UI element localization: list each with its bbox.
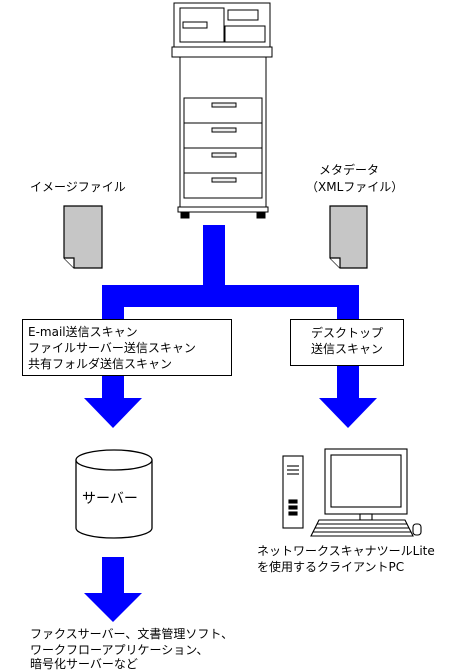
bottom-caption-line3: 暗号化サーバーなど <box>30 657 138 671</box>
bottom-caption-line1: ファクスサーバー、文書管理ソフト、 <box>30 627 234 641</box>
desktop-scan-label: 送信スキャン <box>310 342 383 356</box>
desktop-label: デスクトップ <box>310 326 383 340</box>
server-label: サーバー <box>82 491 138 507</box>
file-server-scan-label: ファイルサーバー送信スキャン <box>28 341 196 355</box>
server-cylinder-icon <box>75 449 153 539</box>
printer-icon <box>171 2 273 219</box>
metadata-label: メタデータ <box>319 163 380 177</box>
desktop-scan-box: デスクトップ 送信スキャン <box>290 319 404 366</box>
pc-caption-line2: を使用するクライアントPC <box>257 560 405 574</box>
client-pc-icon <box>282 448 422 537</box>
metadata-document-icon <box>329 205 368 269</box>
flow-arrows <box>84 225 377 622</box>
email-scan-label: E-mail送信スキャン <box>28 325 138 339</box>
shared-folder-scan-label: 共有フォルダ送信スキャン <box>28 357 173 371</box>
pc-caption-line1: ネットワークスキャナツールLite <box>257 544 435 558</box>
metadata-xml-label: （XMLファイル） <box>306 180 404 194</box>
image-file-document-icon <box>63 205 103 269</box>
left-scan-box: E-mail送信スキャン ファイルサーバー送信スキャン 共有フォルダ送信スキャン <box>22 319 232 376</box>
bottom-caption-line2: ワークフローアプリケーション、 <box>30 643 209 657</box>
image-file-label: イメージファイル <box>30 180 126 194</box>
